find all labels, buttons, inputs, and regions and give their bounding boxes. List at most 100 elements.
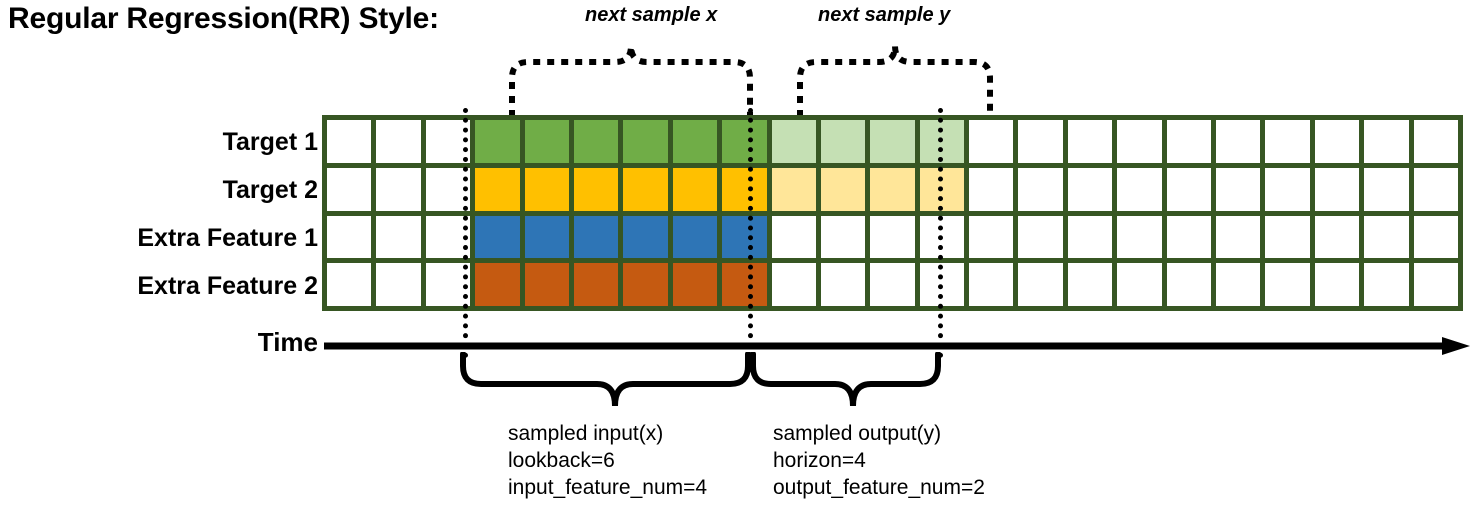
next-sample-x-label: next sample x: [585, 4, 718, 26]
grid-cell: [1166, 215, 1212, 259]
grid-cell: [1413, 167, 1458, 211]
grid-cell: [672, 263, 718, 306]
grid-cell: [327, 215, 372, 259]
grid-cell: [1314, 120, 1360, 163]
grid-cell: [722, 215, 767, 259]
time-axis-arrow: [324, 337, 1470, 355]
row-label-extra-feature-1: Extra Feature 1: [137, 224, 318, 252]
grid-cell: [820, 120, 866, 163]
guide-line-input-start: [463, 108, 468, 358]
grid-cell: [1216, 167, 1261, 211]
grid-cell: [524, 215, 569, 259]
grid-cell: [672, 120, 718, 163]
grid-cell: [573, 167, 619, 211]
grid-cell: [1117, 263, 1162, 306]
grid-cell: [524, 263, 569, 306]
grid-cell: [1117, 120, 1162, 163]
grid-cell: [771, 167, 816, 211]
grid-row: [327, 167, 1458, 211]
grid-cell: [573, 263, 619, 306]
grid-cell: [1117, 167, 1162, 211]
grid-cell: [1314, 167, 1360, 211]
grid-row: [327, 215, 1458, 259]
grid-cell: [327, 263, 372, 306]
page-title: Regular Regression(RR) Style:: [8, 2, 439, 35]
grid-cell: [820, 215, 866, 259]
grid-cell: [376, 167, 421, 211]
row-label-target-2: Target 2: [222, 176, 318, 204]
grid-cell: [573, 215, 619, 259]
grid-cell: [969, 215, 1014, 259]
grid-cell: [1314, 263, 1360, 306]
grid-cell: [475, 215, 520, 259]
sampled-output-caption: sampled output(y) horizon=4 output_featu…: [773, 421, 985, 502]
top-brace-group: [509, 45, 993, 117]
grid-cell: [771, 263, 816, 306]
grid-cell: [425, 120, 471, 163]
grid-cell: [1265, 167, 1310, 211]
sampled-output-line-2: horizon=4: [773, 448, 866, 472]
grid-cell: [1364, 120, 1409, 163]
row-label-extra-feature-2: Extra Feature 2: [137, 272, 318, 300]
grid-cell: [623, 263, 668, 306]
grid-cell: [722, 167, 767, 211]
grid-cell: [672, 215, 718, 259]
grid-cell: [1265, 263, 1310, 306]
grid-cell: [1216, 120, 1261, 163]
grid-cell: [1364, 215, 1409, 259]
grid-cell: [376, 215, 421, 259]
grid-cell: [1413, 215, 1458, 259]
grid-cell: [969, 120, 1014, 163]
sampled-output-line-1: sampled output(y): [773, 422, 942, 445]
next-sample-y-label: next sample y: [818, 4, 951, 26]
grid-cell: [969, 263, 1014, 306]
grid-row: [327, 120, 1458, 163]
grid-cell: [1413, 263, 1458, 306]
grid-cell: [475, 167, 520, 211]
grid-cell: [475, 120, 520, 163]
row-label-target-1: Target 1: [222, 128, 318, 156]
grid-cell: [327, 167, 372, 211]
grid-cell: [969, 167, 1014, 211]
grid-cell: [771, 215, 816, 259]
grid-cell: [1166, 167, 1212, 211]
grid-cell: [1117, 215, 1162, 259]
grid-cell: [1364, 167, 1409, 211]
grid-cell: [1067, 120, 1113, 163]
grid-cell: [672, 167, 718, 211]
grid-cell: [1314, 215, 1360, 259]
time-axis-label: Time: [257, 327, 318, 357]
grid-row: [327, 263, 1458, 306]
grid-cell: [1067, 167, 1113, 211]
sampled-input-caption: sampled input(x) lookback=6 input_featur…: [508, 421, 707, 502]
bottom-brace-group: [460, 352, 941, 407]
grid-cell: [1265, 215, 1310, 259]
grid-cell: [1018, 215, 1063, 259]
sampled-input-line-2: lookback=6: [508, 448, 615, 472]
grid-cell: [376, 120, 421, 163]
grid-cell: [623, 215, 668, 259]
grid-cell: [820, 167, 866, 211]
grid-cell: [771, 120, 816, 163]
grid-cell: [425, 215, 471, 259]
grid-cell: [820, 263, 866, 306]
grid-cell: [722, 120, 767, 163]
grid-cell: [573, 120, 619, 163]
sampled-output-line-3: output_feature_num=2: [773, 475, 985, 499]
grid-cell: [1364, 263, 1409, 306]
grid-cell: [425, 167, 471, 211]
grid-cell: [722, 263, 767, 306]
grid-cell: [1166, 120, 1212, 163]
grid-cell: [425, 263, 471, 306]
grid-cell: [623, 167, 668, 211]
grid-cell: [1265, 120, 1310, 163]
grid-cell: [524, 167, 569, 211]
grid-cell: [870, 120, 915, 163]
grid-cell: [870, 215, 915, 259]
grid-cell: [475, 263, 520, 306]
grid-cell: [524, 120, 569, 163]
grid-cell: [1067, 263, 1113, 306]
grid-cell: [870, 167, 915, 211]
guide-line-input-end: [748, 108, 753, 358]
